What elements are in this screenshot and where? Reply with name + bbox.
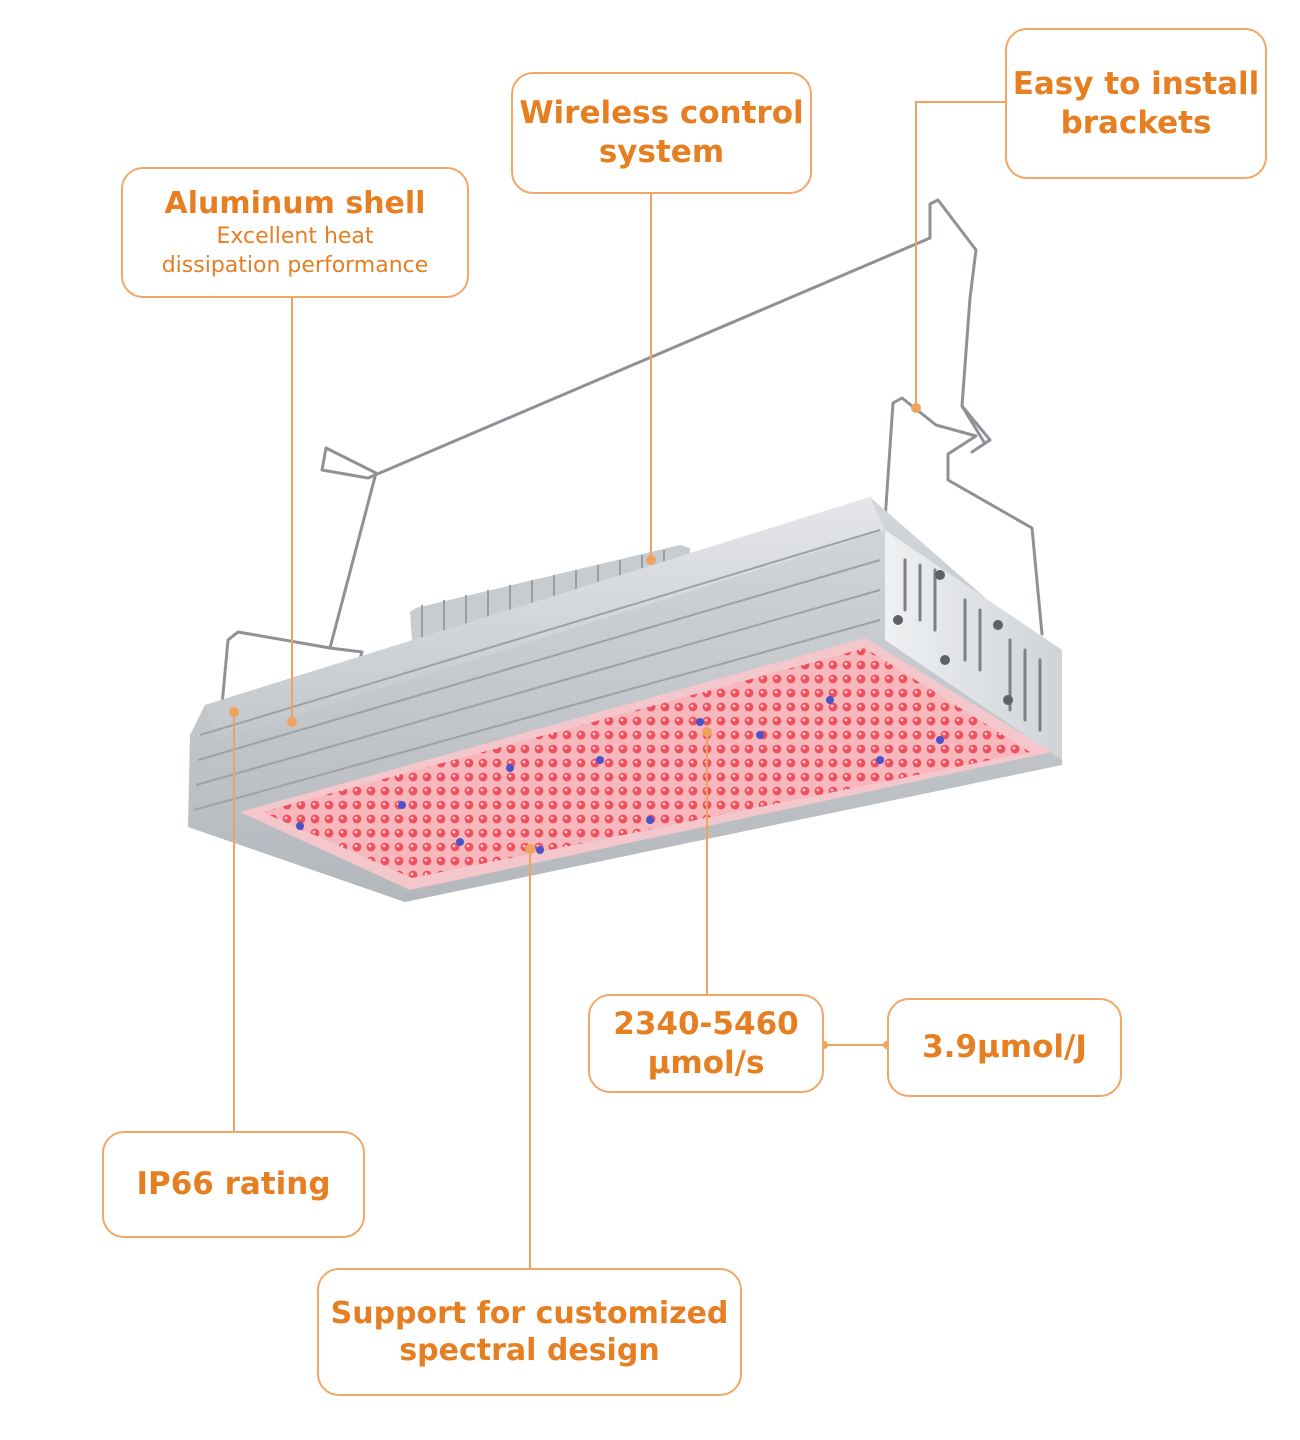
leader-lines [233,101,1005,1268]
callout-wireless-title: Wireless control system [519,95,804,170]
callout-spectral-title: Support for customized spectral design [330,1295,729,1369]
callout-ppf-title: 2340-5460 μmol/s [613,1005,799,1081]
callout-ppf: 2340-5460 μmol/s [588,994,824,1093]
callout-wireless-control: Wireless control system [511,72,812,194]
callout-ip66: IP66 rating [102,1131,365,1238]
callout-ip66-title: IP66 rating [136,1166,331,1203]
callout-aluminum-shell: Aluminum shell Excellent heat dissipatio… [121,167,469,298]
callout-brackets-title: Easy to install brackets [1012,65,1260,141]
blue-leds [296,696,944,854]
hanging-bracket [220,198,1044,707]
callout-spectral-design: Support for customized spectral design [317,1268,742,1396]
callout-efficacy: 3.9μmol/J [887,998,1122,1097]
mounting-bolts [893,570,1013,705]
callout-brackets: Easy to install brackets [1005,28,1267,179]
callout-efficacy-title: 3.9μmol/J [922,1029,1087,1066]
callout-aluminum-title: Aluminum shell [164,185,426,221]
callout-aluminum-subtitle: Excellent heat dissipation performance [161,224,429,279]
led-panel [240,638,1052,890]
